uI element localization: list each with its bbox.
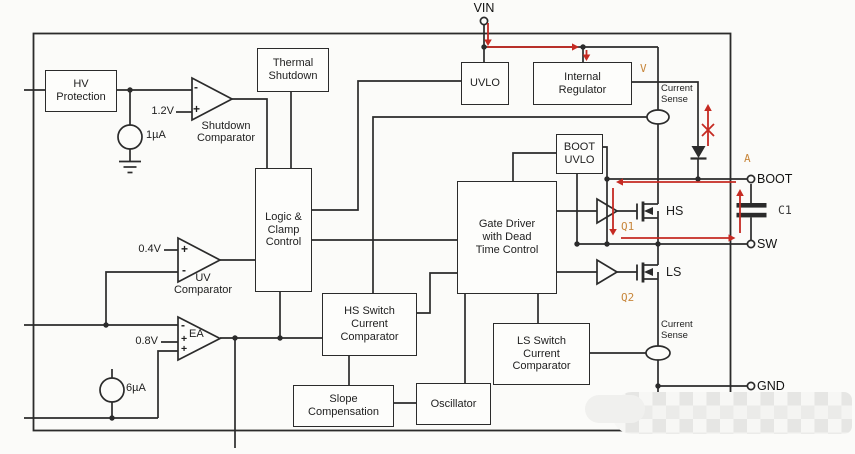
pin-label-vin: VIN	[473, 1, 495, 15]
current-sense-bottom-ellipse	[645, 345, 671, 361]
block-thermal-shutdown: Thermal Shutdown	[257, 48, 329, 92]
boot-terminal	[746, 174, 756, 184]
red-arrowheads	[484, 39, 744, 242]
uv-comparator-triangle	[177, 236, 222, 284]
block-uvlo: UVLO	[461, 62, 509, 105]
censored-watermark	[612, 392, 852, 434]
outline-symbols	[99, 16, 756, 403]
shutdown-minus-sign: -	[194, 80, 198, 94]
censored-watermark-tail	[585, 395, 645, 423]
block-internal-regulator: Internal Regulator	[533, 62, 632, 105]
gnd-terminal	[746, 381, 756, 391]
shutdown-ref-value: 1.2V	[151, 105, 174, 117]
ea-minus-sign: -	[181, 318, 185, 332]
annotation-v: V	[640, 62, 647, 75]
c1-plate-top	[736, 203, 767, 208]
ls-mosfet-arrow	[644, 268, 653, 276]
filled-symbols	[103, 44, 767, 421]
ea-plus-sign: +	[181, 333, 188, 345]
block-boot-uvlo: BOOT UVLO	[556, 134, 603, 174]
sw-terminal	[746, 239, 756, 249]
current-sense-top-ellipse	[646, 109, 670, 125]
shutdown-comparator-triangle	[191, 76, 234, 122]
shutdown-plus-sign: +	[193, 102, 201, 116]
red-annotation-path	[487, 23, 741, 239]
block-hv-protection: HV Protection	[45, 70, 117, 112]
shutdown-comparator-label: Shutdown Comparator	[196, 120, 256, 145]
block-gate-driver: Gate Driver with Dead Time Control	[457, 181, 557, 294]
block-ls-switch-current-comparator: LS Switch Current Comparator	[493, 323, 590, 385]
block-oscillator: Oscillator	[416, 383, 491, 425]
hs-mosfet	[636, 201, 659, 244]
ls-driver-triangle	[596, 258, 619, 286]
ls-mosfet-label: LS	[666, 265, 682, 279]
annotation-q2: Q2	[621, 291, 635, 304]
annotation-a: A	[744, 152, 751, 165]
current-sense-top-label: Current Sense	[661, 83, 693, 105]
ea-ref-value: 0.8V	[135, 335, 158, 347]
block-logic-clamp-control: Logic & Clamp Control	[255, 168, 312, 292]
chip-outline	[32, 32, 732, 432]
hs-mosfet-label: HS	[666, 204, 684, 218]
current-sense-bottom-label: Current Sense	[661, 319, 693, 341]
ea-plus-sign-2: +	[181, 343, 188, 355]
ea-label: EA	[189, 328, 204, 340]
block-hs-switch-current-comparator: HS Switch Current Comparator	[322, 293, 417, 356]
uv-plus-sign: +	[181, 242, 189, 256]
ea-triangle	[177, 315, 222, 362]
pin-label-sw: SW	[757, 237, 778, 251]
annotation-q1: Q1	[621, 220, 635, 233]
shutdown-current-value: 1µA	[146, 129, 166, 141]
vin-terminal	[479, 16, 489, 26]
uv-minus-sign: -	[182, 263, 186, 277]
pin-label-boot: BOOT	[757, 172, 793, 186]
block-slope-compensation: Slope Compensation	[293, 385, 394, 427]
c1-capacitor-label: C1	[778, 203, 792, 217]
ea-current-value: 6µA	[126, 382, 146, 394]
current-source-6ua	[99, 377, 125, 403]
current-source-1ua	[117, 124, 143, 150]
uv-ref-value: 0.4V	[138, 243, 161, 255]
c1-plate-bottom	[736, 212, 767, 218]
pin-label-gnd: GND	[757, 379, 785, 393]
uv-comparator-label: UV Comparator	[173, 272, 233, 297]
bootstrap-diode	[691, 146, 706, 158]
hs-mosfet-arrow	[644, 207, 653, 215]
